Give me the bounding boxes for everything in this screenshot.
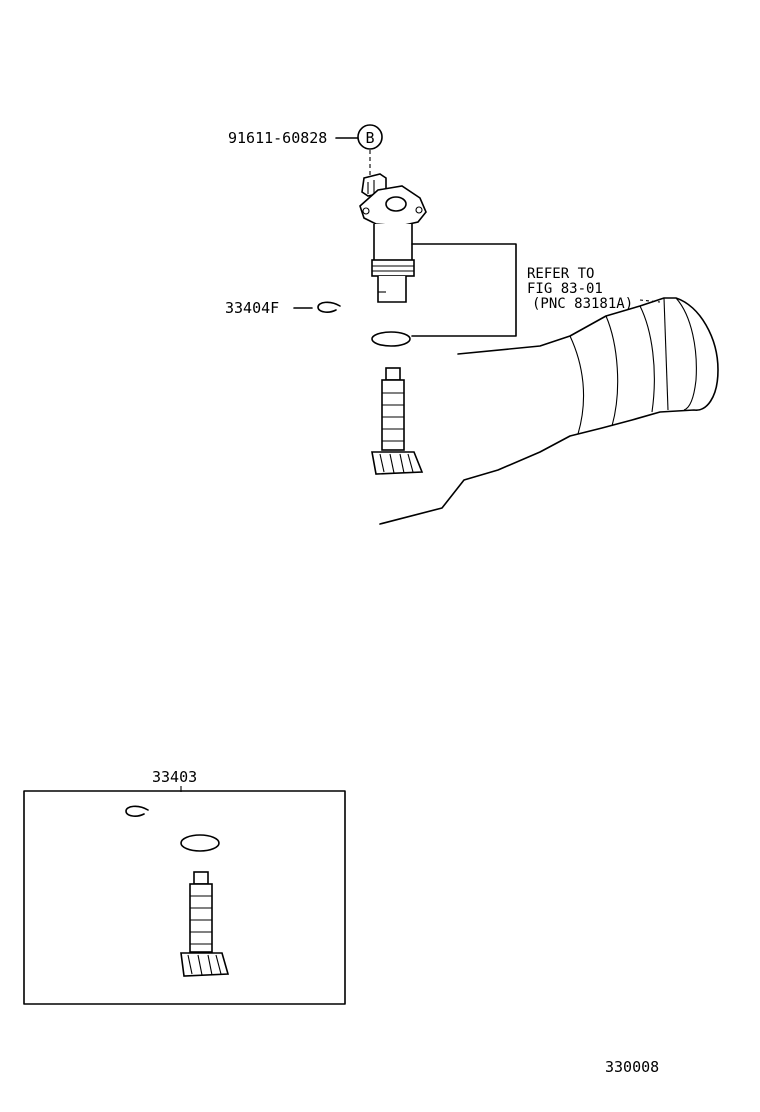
transmission-housing xyxy=(379,297,719,525)
kit-driven-gear[interactable] xyxy=(180,871,230,977)
speed-sensor[interactable] xyxy=(359,173,427,303)
kit-part-number[interactable]: 33403 xyxy=(152,768,197,786)
refer-line-3: (PNC 83181A) xyxy=(532,296,633,312)
clip-part[interactable] xyxy=(317,301,341,313)
kit-o-ring[interactable] xyxy=(180,834,220,852)
driven-gear[interactable] xyxy=(371,367,424,475)
refer-line-2: FIG 83-01 xyxy=(527,281,603,297)
clip-part-number[interactable]: 33404F xyxy=(225,299,279,317)
bolt-part-number[interactable]: 91611-60828 xyxy=(228,129,327,147)
reference-bracket xyxy=(411,243,517,337)
kit-box xyxy=(23,790,346,1005)
svg-text:B: B xyxy=(365,129,374,147)
bolt-marker-b[interactable]: B xyxy=(357,124,383,150)
refer-line-1: REFER TO xyxy=(527,266,594,282)
figure-id: 330008 xyxy=(605,1058,659,1076)
kit-clip[interactable] xyxy=(125,805,149,817)
o-ring[interactable] xyxy=(371,331,411,347)
